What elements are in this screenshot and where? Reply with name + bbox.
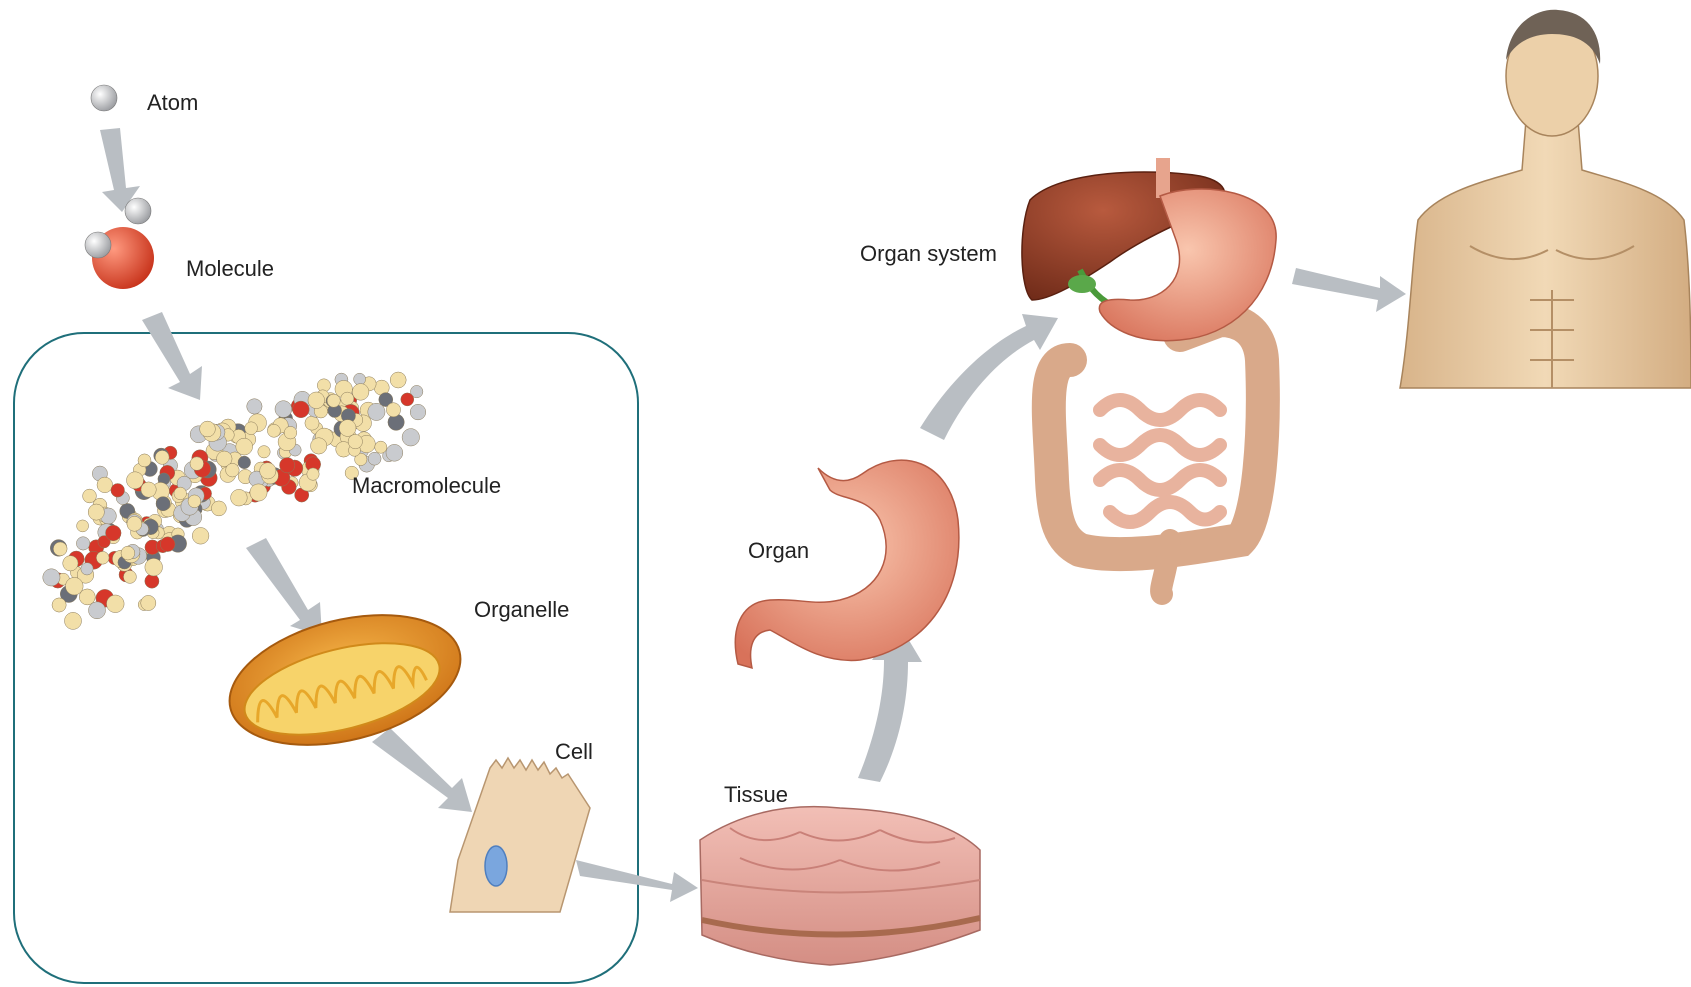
macromolecule-atom (127, 516, 142, 531)
macromolecule-atom (81, 563, 93, 575)
macromolecule-atom (188, 495, 201, 508)
macromolecule-atom (192, 528, 209, 545)
macromolecule-atom (236, 438, 253, 455)
macromolecule-atom (43, 569, 60, 586)
macromolecule-atom (402, 429, 419, 446)
macromolecule-atom (341, 392, 354, 405)
macromolecule-atom (348, 434, 362, 448)
macromolecule-atom (83, 489, 97, 503)
macromolecule-atom (89, 602, 106, 619)
human-organism (1400, 10, 1691, 388)
mitochondrion (216, 593, 474, 767)
macromolecule-atom (141, 482, 156, 497)
tissue-block (700, 807, 980, 965)
atom-sphere (91, 85, 117, 111)
macromolecule-atom (305, 416, 319, 430)
macromolecule-atom (327, 394, 340, 407)
macromolecule-atom (280, 458, 295, 473)
macromolecule-atom (111, 484, 125, 498)
macromolecule-atom (339, 420, 356, 437)
macromolecule-atom (121, 546, 135, 560)
macromolecule-atom (106, 525, 122, 541)
macromolecule-atom (307, 468, 319, 480)
label-cell: Cell (555, 739, 593, 765)
macromolecule-atom (63, 556, 78, 571)
macromolecule-atom (231, 489, 248, 506)
macromolecule-atom (123, 570, 136, 583)
macromolecule-atom (250, 484, 267, 501)
macromolecule-atom (145, 574, 159, 588)
macromolecule-atom (275, 401, 292, 418)
macromolecule-atom (156, 497, 170, 511)
stomach-organ (735, 460, 959, 668)
macromolecule-atom (410, 404, 426, 420)
arrow-organ-system-to-organism (1292, 268, 1406, 312)
label-atom: Atom (147, 90, 198, 116)
macromolecule-atom (226, 463, 240, 477)
macromolecule-cluster (43, 372, 426, 629)
macromolecule-atom (145, 558, 163, 576)
macromolecule-atom (386, 403, 400, 417)
label-tissue: Tissue (724, 782, 788, 808)
macromolecule-atom (96, 551, 109, 564)
macromolecule-atom (160, 537, 175, 552)
label-molecule: Molecule (186, 256, 274, 282)
macromolecule-atom (386, 444, 403, 461)
label-organ: Organ (748, 538, 809, 564)
label-macromolecule: Macromolecule (352, 473, 501, 499)
macromolecule-atom (200, 421, 216, 437)
macromolecule-atom (88, 504, 104, 520)
macromolecule-atom (211, 501, 226, 516)
arrow-molecule-to-macromolecule (142, 312, 202, 400)
macromolecule-atom (401, 393, 414, 406)
macromolecule-atom (245, 422, 258, 435)
macromolecule-atom (311, 438, 327, 454)
macromolecule-atom (238, 456, 251, 469)
macromolecule-atom (352, 384, 369, 401)
macromolecule-atom (258, 446, 270, 458)
label-organ-system: Organ system (860, 241, 997, 267)
macromolecule-atom (354, 373, 366, 385)
macromolecule-atom (53, 542, 67, 556)
macromolecule-atom (107, 595, 125, 613)
macromolecule-atom (76, 537, 89, 550)
macromolecule-atom (260, 463, 276, 479)
macromolecule-atom (127, 472, 144, 489)
macromolecule-atom (308, 392, 325, 409)
macromolecule-atom (375, 441, 387, 453)
cell-nucleus (485, 846, 507, 886)
macromolecule-atom (284, 426, 297, 439)
water-molecule (85, 198, 154, 289)
cell (450, 758, 590, 912)
arrow-macromolecule-to-organelle (246, 538, 322, 636)
macromolecule-atom (138, 454, 151, 467)
macromolecule-atom (368, 403, 385, 420)
macromolecule-atom (368, 452, 381, 465)
macromolecule-atom (65, 612, 82, 629)
macromolecule-atom (247, 399, 262, 414)
macromolecule-atom (77, 520, 89, 532)
macromolecule-atom (141, 595, 156, 610)
macromolecule-atom (190, 457, 204, 471)
arrow-organelle-to-cell (372, 728, 472, 812)
macromolecule-atom (66, 577, 84, 595)
macromolecule-atom (155, 450, 169, 464)
macromolecule-atom (267, 424, 280, 437)
label-organelle: Organelle (474, 597, 569, 623)
macromolecule-atom (390, 372, 406, 388)
macromolecule-atom (52, 598, 66, 612)
macromolecule-atom (293, 401, 310, 418)
digestive-organ-system (1022, 158, 1276, 594)
macromolecule-atom (174, 487, 187, 500)
macromolecule-atom (97, 477, 113, 493)
